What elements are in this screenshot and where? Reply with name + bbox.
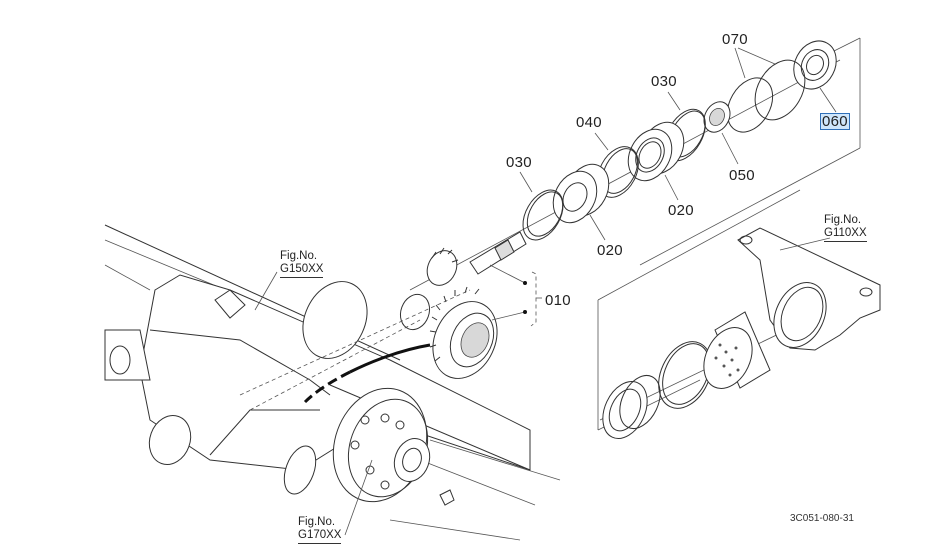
fig-g170-leader — [344, 459, 373, 536]
o-ring[interactable] — [648, 333, 721, 417]
fig-ref-g170xx[interactable]: Fig.No. G170XX — [298, 516, 342, 544]
part-label-010[interactable]: 010 — [545, 292, 571, 309]
part-label-070[interactable]: 070 — [722, 31, 748, 48]
fig-ref-prefix: Fig.No. — [298, 516, 336, 528]
fig-ref-prefix: Fig.No. — [280, 250, 318, 262]
part-060-oil-seal[interactable] — [786, 34, 845, 113]
part-050-needle-bearing[interactable] — [699, 97, 739, 165]
fig-ref-code[interactable]: G150XX — [280, 263, 324, 278]
fig-ref-g150xx[interactable]: Fig.No. G150XX — [280, 250, 324, 278]
axle-housing — [104, 224, 561, 506]
part-label-020-upper[interactable]: 020 — [668, 202, 694, 219]
part-020-bearing-lower[interactable] — [545, 157, 618, 241]
part-label-030-lower[interactable]: 030 — [506, 154, 532, 171]
fig-ref-g110xx[interactable]: Fig.No. G110XX — [824, 214, 867, 242]
final-drive-hub — [283, 387, 521, 541]
shaft-axis — [409, 59, 841, 291]
fig-ref-prefix: Fig.No. — [824, 214, 862, 226]
part-label-020-lower[interactable]: 020 — [597, 242, 623, 259]
part-010-bevel-gear-set[interactable] — [396, 231, 542, 389]
part-020-bearing-upper[interactable] — [620, 115, 693, 201]
fig-ref-code[interactable]: G110XX — [824, 227, 867, 242]
axle-bracket — [737, 227, 881, 351]
part-label-050[interactable]: 050 — [729, 167, 755, 184]
thrust-collar[interactable] — [594, 369, 668, 446]
part-070-snap-rings[interactable] — [718, 47, 815, 140]
perforated-bushing[interactable] — [695, 311, 771, 396]
part-label-060-selected[interactable]: 060 — [820, 113, 850, 130]
fig-ref-code[interactable]: G170XX — [298, 529, 342, 544]
part-label-030-upper[interactable]: 030 — [651, 73, 677, 90]
part-030-shim-lower[interactable] — [515, 171, 571, 247]
fig-g150-leader — [254, 271, 278, 311]
part-label-040[interactable]: 040 — [576, 114, 602, 131]
drawing-id: 3C051-080-31 — [790, 513, 854, 524]
